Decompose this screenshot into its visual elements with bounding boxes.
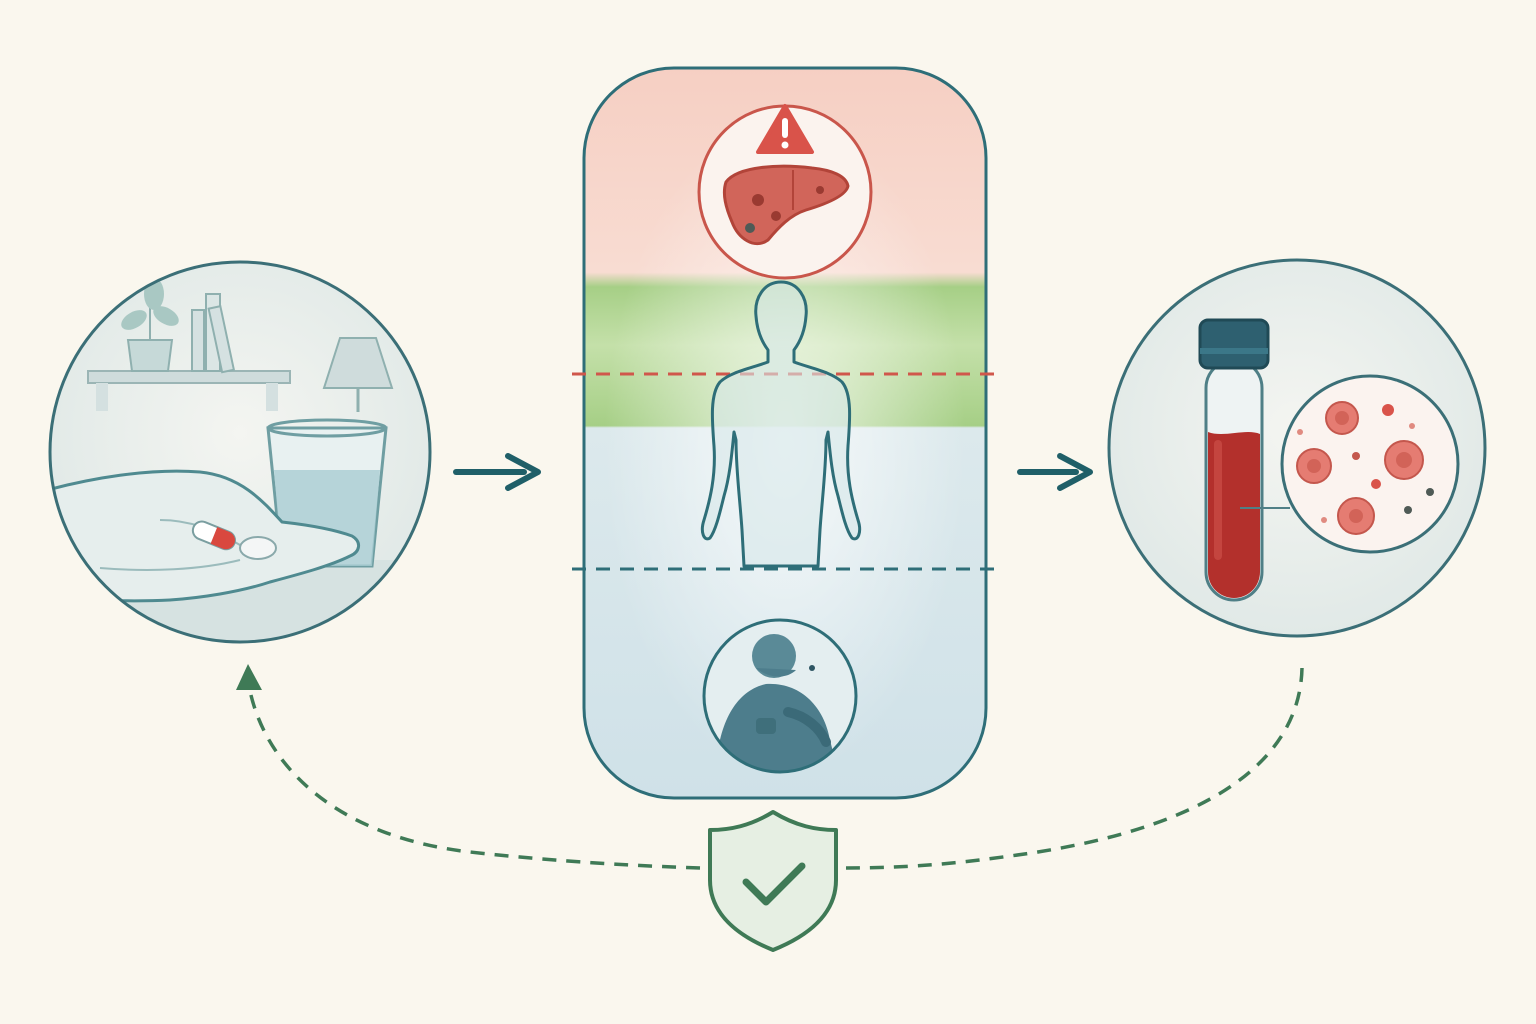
person-in-pain-icon (702, 618, 858, 774)
capsule-pill-icon (191, 520, 236, 551)
flow-arrow-2 (1017, 453, 1093, 491)
body-silhouette-icon (700, 280, 862, 568)
shelf-icon (87, 370, 291, 384)
blood-cells-magnifier-icon (1280, 374, 1460, 554)
tablet-pill-icon (239, 536, 277, 560)
potted-plant-icon (121, 278, 179, 372)
lamp-icon (322, 337, 394, 412)
loop-arrowhead (236, 664, 262, 690)
flow-arrow-1 (453, 453, 541, 491)
blood-tube-icon (1198, 318, 1270, 602)
blood-test-step (1107, 258, 1487, 638)
body-response-step (572, 66, 998, 800)
shield-check-icon (708, 810, 838, 952)
feedback-loop (236, 664, 1304, 870)
liver-warning-icon (697, 104, 873, 280)
take-medication-step (48, 260, 432, 644)
books-icon (191, 293, 236, 374)
